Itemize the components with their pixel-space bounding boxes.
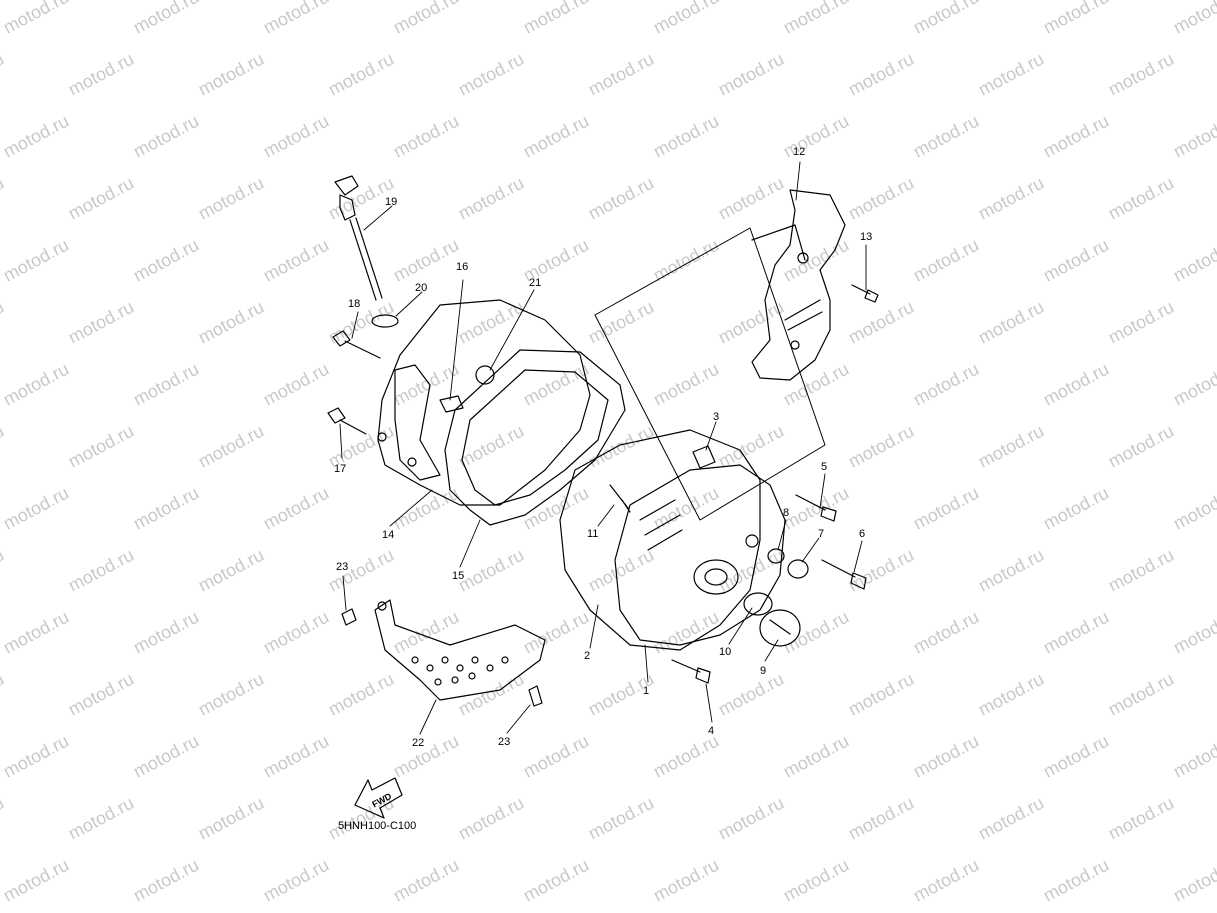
callout-5: 5 — [821, 461, 827, 473]
callout-6: 6 — [859, 528, 865, 540]
part-gasket-15 — [444, 349, 626, 526]
part-o-ring-20 — [371, 314, 399, 328]
part-seal-21 — [475, 365, 495, 385]
part-bolt-4 — [671, 659, 711, 684]
callout-labels: 12 13 19 20 16 21 18 17 14 15 3 11 5 8 7… — [334, 146, 872, 749]
callout-7: 7 — [818, 528, 824, 540]
part-o-ring-10 — [743, 592, 773, 616]
part-dipstick — [334, 175, 383, 301]
callout-3: 3 — [713, 411, 719, 423]
callout-13: 13 — [860, 231, 872, 243]
callout-4: 4 — [708, 725, 714, 737]
part-crankcase-cover-left — [377, 299, 591, 506]
part-skid-plate — [374, 599, 546, 701]
part-bolt-23-lower — [528, 685, 543, 707]
callout-18: 18 — [348, 298, 360, 310]
part-bolt-5 — [795, 494, 837, 522]
leader-lines — [339, 161, 867, 735]
part-generator-cover — [751, 189, 846, 381]
callout-23-lower: 23 — [498, 736, 510, 748]
part-crankcase-cover-right — [614, 464, 786, 646]
part-gasket-2 — [559, 429, 761, 651]
part-bolt-23-upper — [341, 608, 357, 626]
part-cap-9 — [759, 609, 801, 647]
part-dowel-3 — [692, 445, 716, 469]
part-11 — [609, 484, 631, 513]
part-dowel-16 — [439, 395, 464, 413]
part-bolt-13 — [851, 284, 879, 303]
part-bolt-18 — [332, 330, 381, 359]
callout-23-upper: 23 — [336, 561, 348, 573]
callout-17: 17 — [334, 463, 346, 475]
callout-2: 2 — [584, 650, 590, 662]
callout-15: 15 — [452, 570, 464, 582]
callout-9: 9 — [760, 665, 766, 677]
callout-21: 21 — [529, 277, 541, 289]
part-bolt-17 — [327, 407, 367, 435]
fwd-arrow-icon — [354, 777, 403, 819]
diagram-code: 5HNH100-C100 — [338, 820, 417, 832]
callout-10: 10 — [719, 646, 731, 658]
part-bolt-6 — [821, 559, 867, 590]
callout-19: 19 — [385, 196, 397, 208]
callout-12: 12 — [793, 146, 805, 158]
callout-11: 11 — [587, 528, 598, 540]
alignment-plane — [594, 227, 826, 521]
callout-1: 1 — [643, 685, 649, 697]
callout-22: 22 — [412, 737, 424, 749]
part-plug-7 — [787, 559, 809, 579]
part-o-ring-8 — [767, 548, 785, 564]
callout-20: 20 — [415, 282, 427, 294]
callout-16: 16 — [456, 261, 468, 273]
callout-8: 8 — [783, 507, 789, 519]
callout-14: 14 — [382, 529, 394, 541]
